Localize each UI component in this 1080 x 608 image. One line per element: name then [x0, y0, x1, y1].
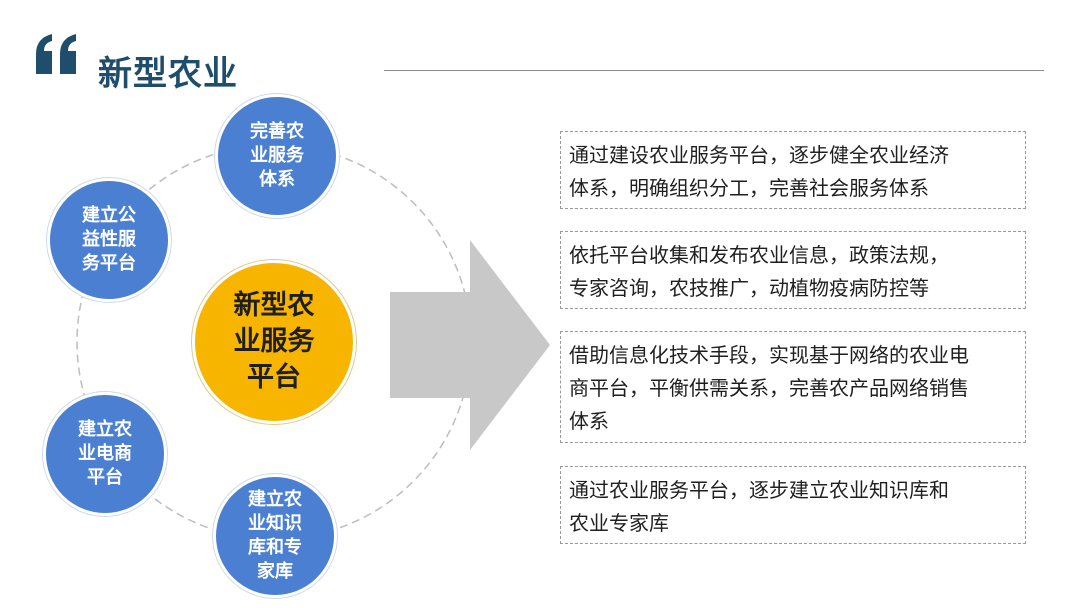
center-node-line: 平台: [247, 362, 301, 393]
node-label-line: 益性服: [82, 229, 136, 250]
description-box: 依托平台收集和发布农业信息，政策法规， 专家咨询，农技推广，动植物疫病防控等: [560, 231, 1026, 309]
satellite-node-service-system: 完善农 业服务 体系: [215, 94, 339, 218]
title-divider: [384, 70, 1044, 71]
satellite-node-ecommerce-platform: 建立农 业电商 平台: [43, 392, 167, 516]
description-line: 专家咨询，农技推广，动植物疫病防控等: [569, 276, 929, 300]
description-line: 借助信息化技术手段，实现基于网络的农业电: [569, 343, 969, 367]
node-label-line: 业服务: [250, 145, 304, 166]
description-line: 农业专家库: [569, 511, 669, 535]
center-node-line: 业服务: [233, 326, 315, 357]
description-line: 依托平台收集和发布农业信息，政策法规，: [569, 243, 949, 267]
right-arrow-icon: [390, 240, 550, 450]
node-label-line: 务平台: [82, 253, 136, 274]
node-label-line: 库和专: [248, 537, 302, 558]
quote-mark-icon: [36, 34, 76, 74]
node-label-line: 平台: [87, 467, 123, 488]
description-box: 借助信息化技术手段，实现基于网络的农业电 商平台，平衡供需关系，完善农产品网络销…: [560, 331, 1026, 443]
description-line: 体系: [569, 409, 609, 433]
page-title: 新型农业: [98, 54, 238, 94]
node-label-line: 完善农: [250, 121, 304, 142]
description-line: 通过农业服务平台，逐步建立农业知识库和: [569, 478, 949, 502]
description-line: 体系，明确组织分工，完善社会服务体系: [569, 176, 929, 200]
description-box: 通过建设农业服务平台，逐步健全农业经济 体系，明确组织分工，完善社会服务体系: [560, 131, 1026, 209]
node-label-line: 业知识: [248, 513, 302, 534]
center-node-line: 新型农: [233, 290, 315, 321]
node-label-line: 建立农: [248, 489, 302, 510]
node-label-line: 体系: [259, 169, 295, 190]
center-node: 新型农 业服务 平台: [192, 260, 356, 424]
node-label-line: 建立农: [78, 419, 132, 440]
description-box: 通过农业服务平台，逐步建立农业知识库和 农业专家库: [560, 466, 1026, 544]
node-label-line: 建立公: [82, 205, 136, 226]
node-label-line: 业电商: [78, 443, 132, 464]
description-line: 商平台，平衡供需关系，完善农产品网络销售: [569, 376, 969, 400]
satellite-node-knowledge-base: 建立农 业知识 库和专 家库: [213, 474, 337, 598]
node-label-line: 家库: [257, 561, 293, 582]
description-line: 通过建设农业服务平台，逐步健全农业经济: [569, 143, 949, 167]
satellite-node-public-platform: 建立公 益性服 务平台: [47, 178, 171, 302]
